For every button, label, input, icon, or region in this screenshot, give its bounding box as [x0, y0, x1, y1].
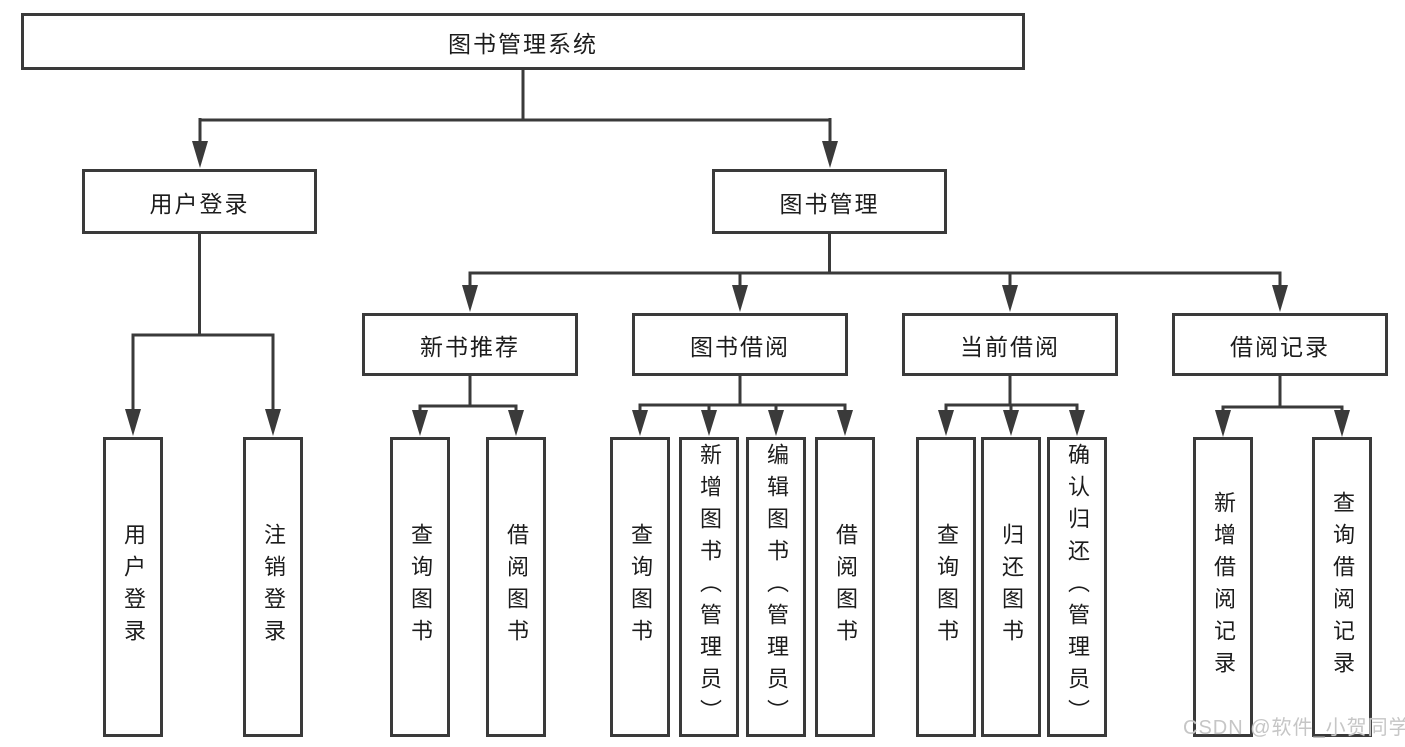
node-label: 归还图书 — [999, 523, 1024, 651]
leaf-borrow-books-recommend: 借阅图书 — [486, 437, 546, 737]
node-label: 查询图书 — [408, 523, 433, 651]
leaf-confirm-return-admin: 确认归还（管理员） — [1047, 437, 1107, 737]
node-label: 查询图书 — [934, 523, 959, 651]
node-label: 图书借阅 — [690, 333, 790, 360]
node-label: 新增图书（管理员） — [697, 443, 722, 731]
node-label: 用户登录 — [149, 190, 250, 217]
leaf-query-borrow-record: 查询借阅记录 — [1312, 437, 1372, 737]
node-new-book-recommendation: 新书推荐 — [362, 313, 578, 376]
node-label: 新书推荐 — [420, 333, 520, 360]
connector-borrow-records-to-leaves — [1215, 376, 1350, 437]
connector-book-management-to-level3 — [462, 234, 1288, 312]
node-label: 查询图书 — [628, 523, 653, 651]
leaf-return-book: 归还图书 — [981, 437, 1041, 737]
leaf-add-borrow-record: 新增借阅记录 — [1193, 437, 1253, 737]
leaf-logout: 注销登录 — [243, 437, 303, 737]
connector-current-borrow-to-leaves — [938, 376, 1085, 436]
node-label: 借阅图书 — [504, 523, 529, 651]
node-borrowing-records: 借阅记录 — [1172, 313, 1388, 376]
node-label: 图书管理系统 — [448, 30, 598, 57]
leaf-edit-book-admin: 编辑图书（管理员） — [746, 437, 806, 737]
node-label: 确认归还（管理员） — [1065, 443, 1090, 731]
leaf-query-books-current: 查询图书 — [916, 437, 976, 737]
node-label: 编辑图书（管理员） — [764, 443, 789, 731]
node-label: 图书管理 — [779, 190, 880, 217]
connector-root-to-level2 — [192, 70, 838, 168]
leaf-query-books-recommend: 查询图书 — [390, 437, 450, 737]
connector-book-borrow-to-leaves — [632, 376, 853, 436]
node-label: 借阅图书 — [833, 523, 858, 651]
csdn-watermark: CSDN @软件_小贺同学 — [1183, 717, 1405, 739]
node-label: 当前借阅 — [960, 333, 1060, 360]
connector-user-login-to-leaves — [125, 234, 281, 436]
node-book-borrowing: 图书借阅 — [632, 313, 848, 376]
node-book-management: 图书管理 — [712, 169, 947, 234]
node-library-management-system: 图书管理系统 — [21, 13, 1025, 70]
node-label: 借阅记录 — [1230, 333, 1330, 360]
leaf-borrow-books: 借阅图书 — [815, 437, 875, 737]
node-label: 查询借阅记录 — [1330, 491, 1355, 683]
connector-new-books-to-leaves — [412, 376, 524, 436]
leaf-query-books-borrow: 查询图书 — [610, 437, 670, 737]
node-label: 用户登录 — [121, 523, 146, 651]
node-label: 新增借阅记录 — [1211, 491, 1236, 683]
node-user-login: 用户登录 — [82, 169, 317, 234]
node-label: 注销登录 — [261, 523, 286, 651]
leaf-add-book-admin: 新增图书（管理员） — [679, 437, 739, 737]
leaf-user-login: 用户登录 — [103, 437, 163, 737]
node-current-borrowing: 当前借阅 — [902, 313, 1118, 376]
